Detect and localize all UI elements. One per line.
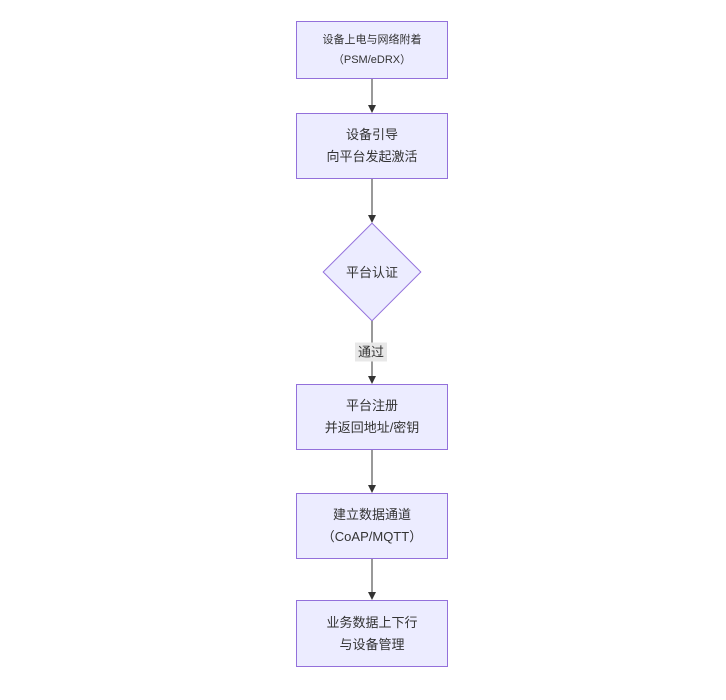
node-register: 平台注册 并返回地址/密钥 xyxy=(296,384,448,450)
node-line: 设备上电与网络附着 xyxy=(322,34,422,46)
decision-platform-auth: 平台认证 xyxy=(322,222,422,321)
arrowhead-icon xyxy=(368,105,376,113)
node-power-attach: 设备上电与网络附着 （PSM/eDRX） xyxy=(296,21,448,79)
arrow-power-to-bootstrap xyxy=(367,79,377,113)
arrowhead-icon xyxy=(368,592,376,600)
arrow-channel-to-business xyxy=(367,559,377,600)
node-line: 平台注册 xyxy=(345,398,398,413)
arrow-bootstrap-to-auth xyxy=(367,179,377,223)
arrow-line xyxy=(371,450,373,486)
arrow-line xyxy=(371,559,373,593)
arrow-line xyxy=(371,179,373,216)
node-data-channel: 建立数据通道 （CoAP/MQTT） xyxy=(296,493,448,559)
node-line: 向平台发起激活 xyxy=(326,149,418,164)
node-business-data: 业务数据上下行 与设备管理 xyxy=(296,600,448,667)
node-line: 平台认证 xyxy=(345,265,398,280)
node-line: 并返回地址/密钥 xyxy=(324,420,420,435)
node-line: 设备引导 xyxy=(345,127,398,142)
node-line: （CoAP/MQTT） xyxy=(321,529,423,544)
node-line: （PSM/eDRX） xyxy=(332,54,412,66)
arrow-line xyxy=(371,79,373,106)
edge-label-pass: 通过 xyxy=(354,342,388,362)
node-bootstrap: 设备引导 向平台发起激活 xyxy=(296,113,448,179)
node-line: 建立数据通道 xyxy=(332,507,411,522)
node-line: 业务数据上下行 xyxy=(326,614,418,630)
arrowhead-icon xyxy=(368,376,376,384)
arrow-register-to-channel xyxy=(367,450,377,493)
arrowhead-icon xyxy=(368,485,376,493)
arrowhead-icon xyxy=(368,215,376,223)
node-line: 与设备管理 xyxy=(339,636,405,652)
